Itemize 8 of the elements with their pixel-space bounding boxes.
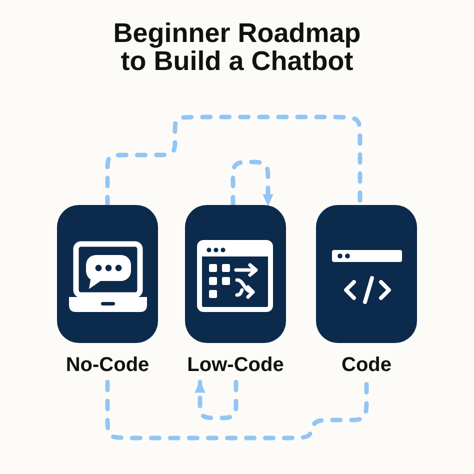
step-label: Low-Code [187,353,284,377]
step-label: No-Code [66,353,150,377]
dashed-connector [105,114,362,208]
step-label: Code [342,353,392,377]
dashed-arrow [194,380,238,420]
title: Beginner Roadmap to Build a Chatbot [112,19,362,75]
dashed-arrow [230,160,274,208]
dashed-connector [105,380,369,440]
